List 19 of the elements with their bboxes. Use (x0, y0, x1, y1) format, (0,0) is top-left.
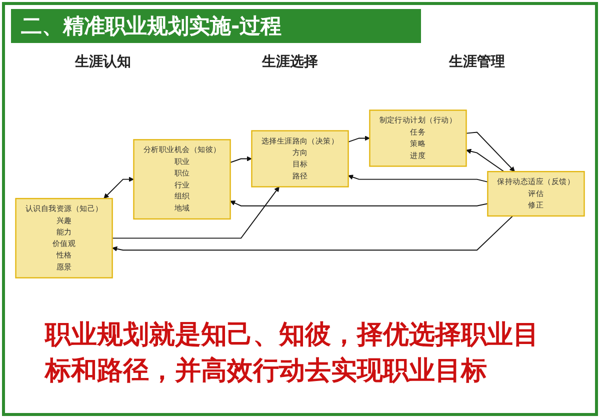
arrow (230, 156, 252, 163)
column-heading: 生涯管理 (449, 53, 505, 72)
arrow (466, 148, 504, 172)
node-box (369, 110, 467, 167)
node-box (487, 170, 585, 217)
caption: 职业规划就是知己、知彼，择优选择职业目标和路径，并高效行动去实现职业目标 (45, 319, 540, 388)
title: 二、精准职业规划实施-过程 (21, 13, 282, 40)
arrow (230, 200, 488, 206)
column-heading: 生涯选择 (262, 53, 318, 72)
arrow (112, 216, 514, 252)
arrow (104, 176, 134, 199)
arrow (466, 132, 515, 172)
node-box (133, 139, 231, 220)
node-box (15, 198, 113, 278)
arrow (112, 186, 280, 239)
arrow (348, 136, 370, 142)
column-heading: 生涯认知 (75, 53, 131, 72)
node-box (251, 130, 349, 188)
arrow (348, 174, 488, 182)
